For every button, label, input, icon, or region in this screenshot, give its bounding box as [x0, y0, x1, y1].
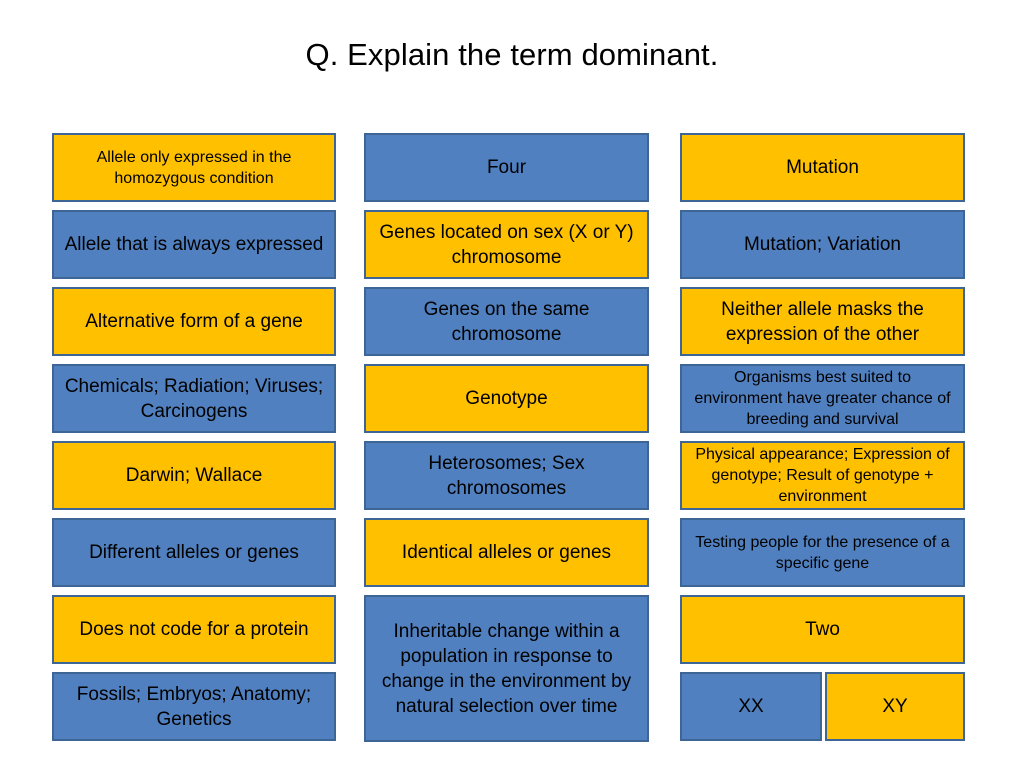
answer-box-label: Different alleles or genes [89, 542, 299, 563]
answer-box-label: Testing people for the presence of a spe… [695, 533, 950, 572]
answer-box[interactable]: Testing people for the presence of a spe… [680, 518, 965, 587]
answer-box[interactable]: Heterosomes; Sex chromosomes [364, 441, 649, 510]
answer-box[interactable]: Different alleles or genes [52, 518, 336, 587]
answer-box[interactable]: Fossils; Embryos; Anatomy; Genetics [52, 672, 336, 741]
answer-box[interactable]: Darwin; Wallace [52, 441, 336, 510]
answer-box-xy[interactable]: XY [825, 672, 965, 741]
answer-box-label: Two [805, 619, 840, 640]
answer-box[interactable]: Organisms best suited to environment hav… [680, 364, 965, 433]
answer-box-label: XX [738, 696, 764, 717]
answer-box-label: Mutation; Variation [743, 234, 901, 255]
answer-box-label: XY [882, 696, 908, 717]
answer-box[interactable]: Mutation; Variation [680, 210, 965, 279]
answer-box[interactable]: Genotype [364, 364, 649, 433]
answer-box-label: Physical appearance; Expression of genot… [695, 446, 950, 505]
answer-box[interactable]: Mutation [680, 133, 965, 202]
answer-box[interactable]: Alternative form of a gene [52, 287, 336, 356]
answer-box[interactable]: Genes located on sex (X or Y) chromosome [364, 210, 649, 279]
answer-box[interactable]: Chemicals; Radiation; Viruses; Carcinoge… [52, 364, 336, 433]
answer-split-row: XX XY [680, 672, 965, 741]
answer-box[interactable]: Physical appearance; Expression of genot… [680, 441, 965, 510]
answer-box[interactable]: Allele only expressed in the homozygous … [52, 133, 336, 202]
page-title: Q. Explain the term dominant. [305, 37, 719, 72]
answer-box[interactable]: Two [680, 595, 965, 664]
answer-box-label: Fossils; Embryos; Anatomy; Genetics [76, 683, 312, 730]
answer-box-label: Genes on the same chromosome [423, 298, 590, 345]
answer-column-3: Mutation Mutation; Variation Neither all… [680, 133, 965, 749]
answer-box-label: Allele that is always expressed [64, 234, 324, 255]
answer-column-1: Allele only expressed in the homozygous … [52, 133, 336, 749]
answer-box-label: Does not code for a protein [79, 619, 309, 640]
answer-box-label: Four [486, 157, 527, 178]
answer-box[interactable]: Identical alleles or genes [364, 518, 649, 587]
answer-box[interactable]: Four [364, 133, 649, 202]
answer-box[interactable]: Neither allele masks the expression of t… [680, 287, 965, 356]
answer-box-label: Identical alleles or genes [401, 542, 612, 563]
answer-column-2: Four Genes located on sex (X or Y) chrom… [364, 133, 649, 750]
answer-box[interactable]: Allele that is always expressed [52, 210, 336, 279]
answer-box-label: Mutation [786, 157, 859, 178]
answer-box-label: Organisms best suited to environment hav… [694, 369, 951, 428]
answer-box-label: Heterosomes; Sex chromosomes [428, 452, 585, 499]
answer-box-label: Allele only expressed in the homozygous … [96, 148, 292, 187]
answer-box-label: Chemicals; Radiation; Viruses; Carcinoge… [64, 375, 324, 422]
answer-box[interactable]: Inheritable change within a population i… [364, 595, 649, 742]
answer-box-label: Genotype [465, 388, 548, 409]
answer-box-label: Darwin; Wallace [125, 465, 263, 486]
answer-box-label: Alternative form of a gene [85, 311, 303, 332]
answer-box[interactable]: Does not code for a protein [52, 595, 336, 664]
answer-box-label: Neither allele masks the expression of t… [721, 298, 924, 345]
answer-box[interactable]: Genes on the same chromosome [364, 287, 649, 356]
answer-box-label: Genes located on sex (X or Y) chromosome [379, 221, 634, 268]
answer-box-xx[interactable]: XX [680, 672, 822, 741]
answer-box-label: Inheritable change within a population i… [381, 620, 632, 717]
